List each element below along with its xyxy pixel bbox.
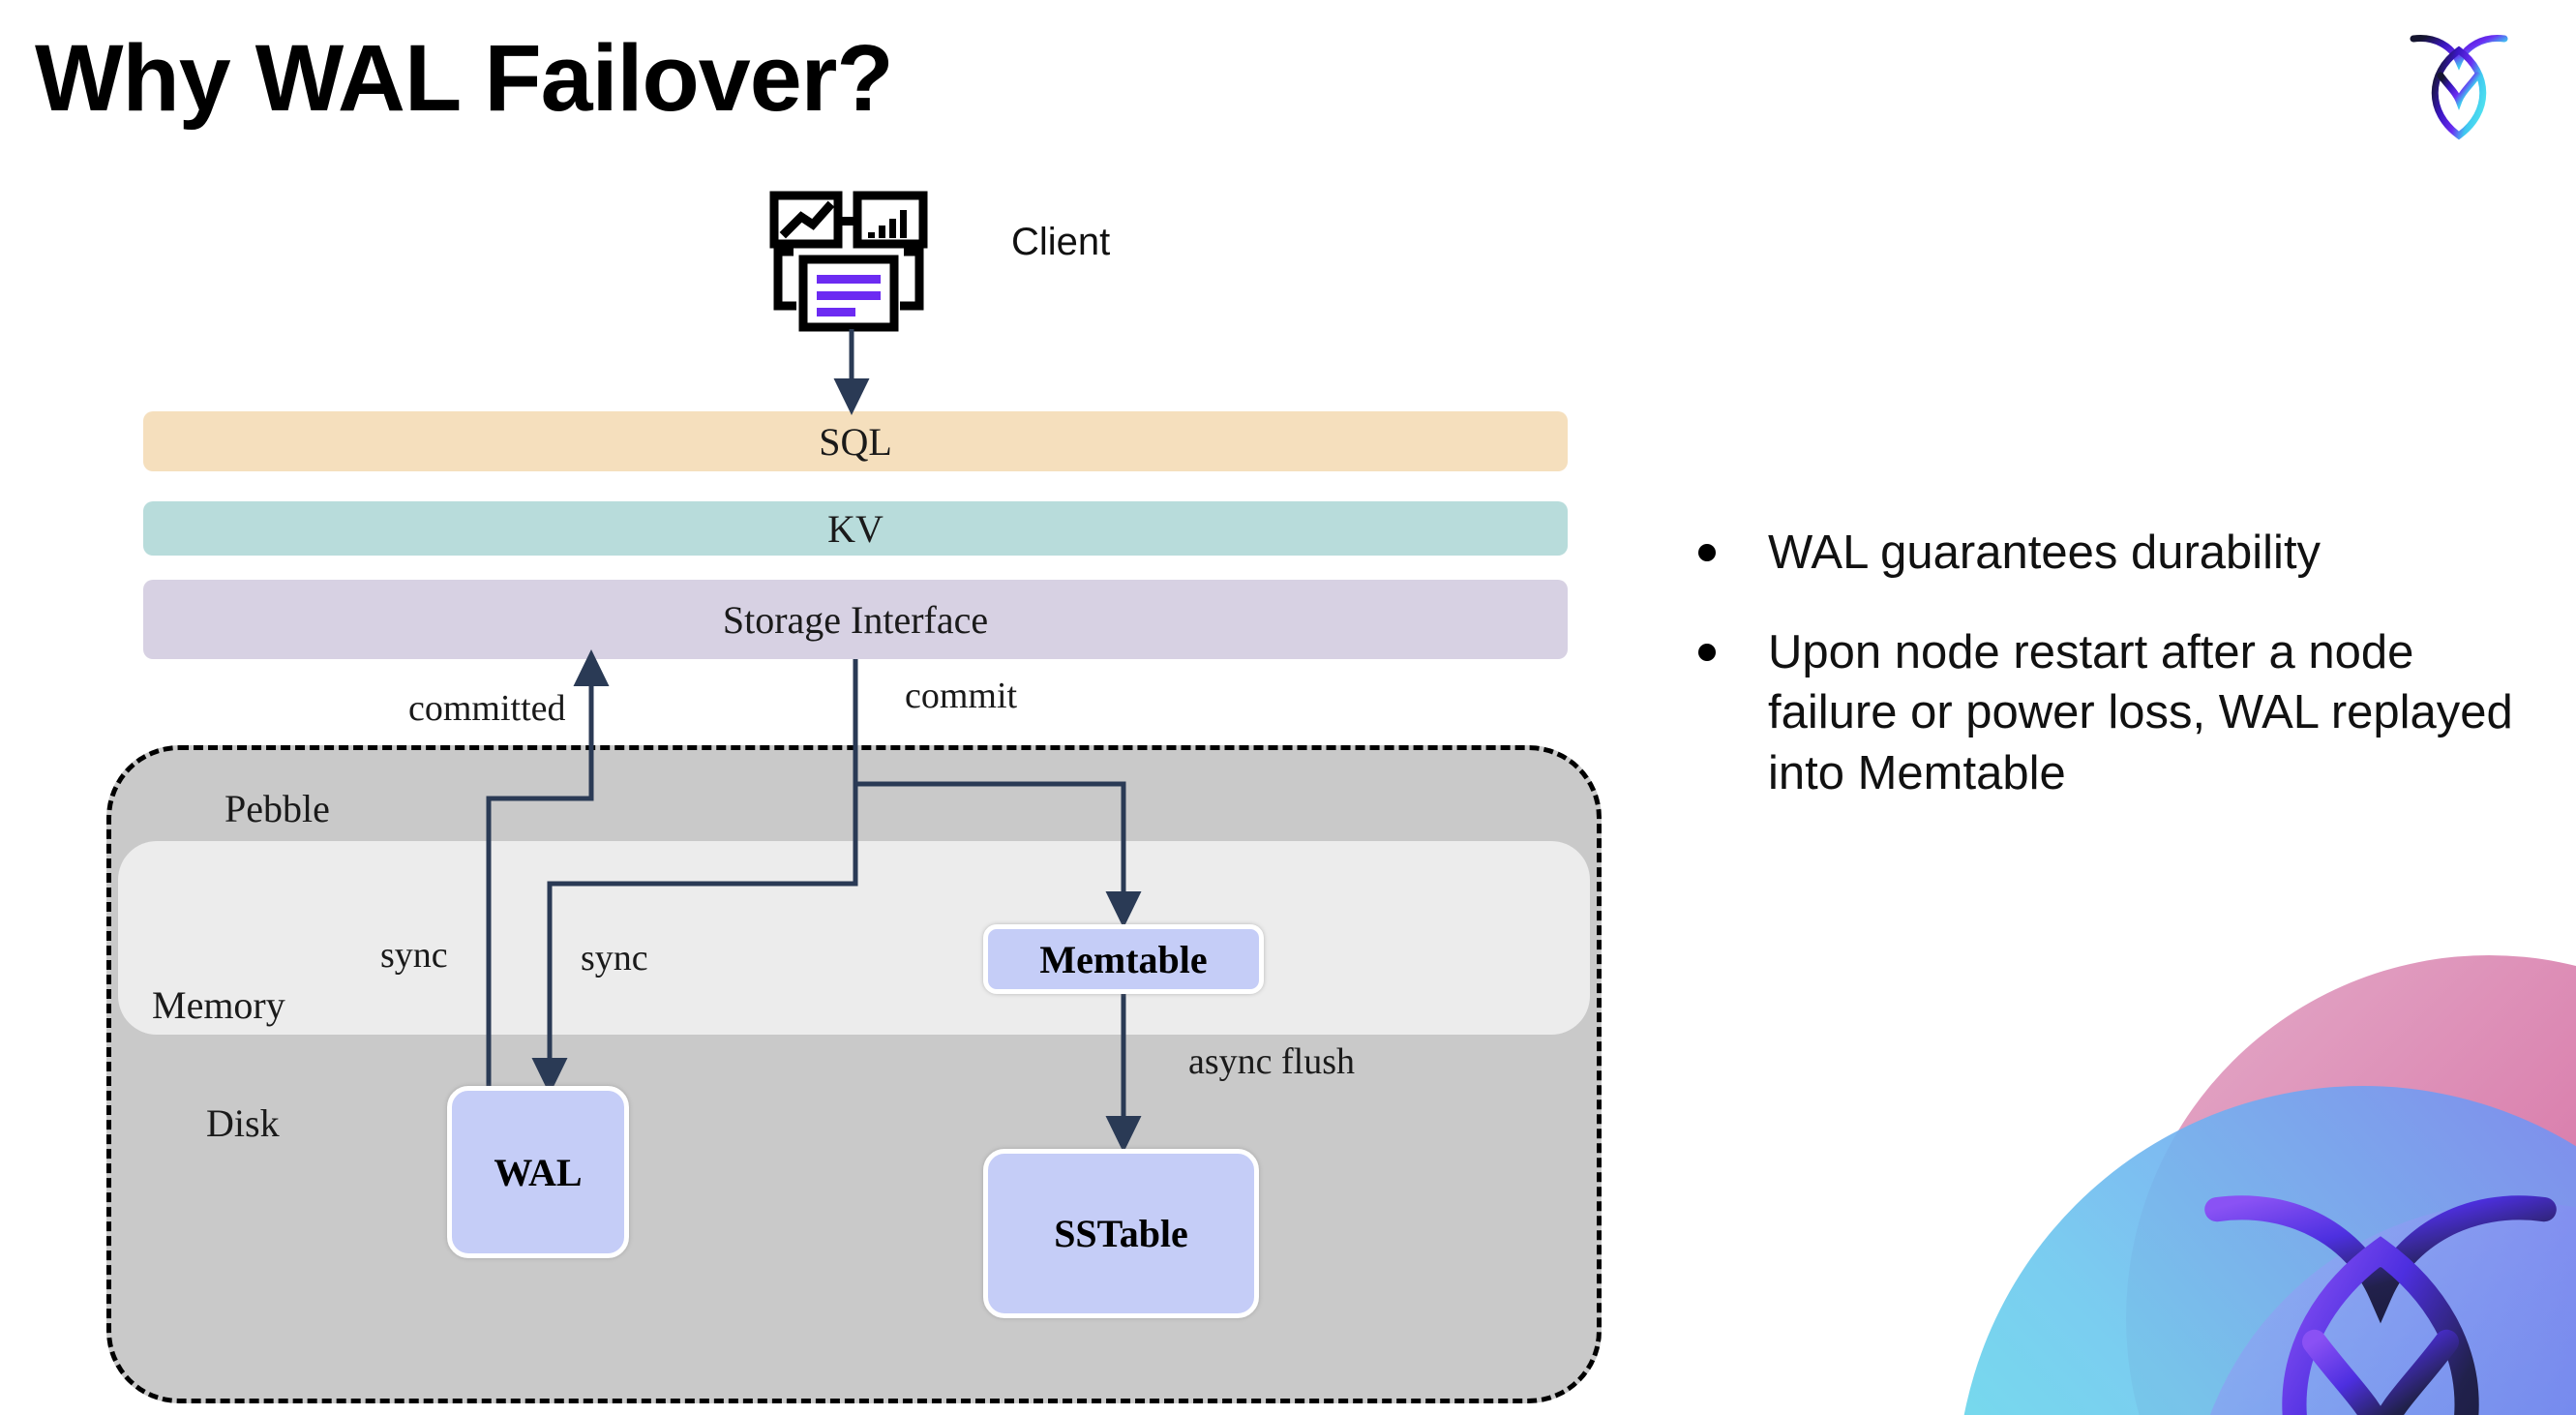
page-title: Why WAL Failover? [35, 25, 894, 131]
pebble-label: Pebble [225, 787, 330, 830]
layer-bar-kv: KV [143, 501, 1568, 556]
list-item: Upon node restart after a node failure o… [1698, 622, 2531, 804]
bullet-text: Upon node restart after a node failure o… [1768, 625, 2513, 800]
client-dashboard-icon [769, 191, 928, 332]
list-item: WAL guarantees durability [1698, 523, 2531, 584]
cockroachdb-logo-icon [2406, 23, 2512, 140]
node-wal: WAL [447, 1086, 629, 1258]
architecture-diagram: Client SQL KV Storage Interface Pebble M… [106, 191, 1602, 1403]
node-sstable: SSTable [983, 1149, 1259, 1318]
edge-label-async-flush: async flush [1188, 1041, 1356, 1082]
cockroachdb-watermark-icon [1899, 912, 2576, 1415]
bullet-text: WAL guarantees durability [1768, 527, 2321, 579]
disk-label: Disk [206, 1101, 280, 1145]
bullet-dot-icon [1698, 643, 1716, 661]
layer-bar-sql: SQL [143, 411, 1568, 471]
memory-region [118, 841, 1590, 1035]
edge-label-commit: commit [905, 676, 1018, 716]
edge-label-sync-1: sync [380, 935, 448, 976]
layer-bar-storage-interface: Storage Interface [143, 580, 1568, 659]
client-label: Client [1011, 221, 1111, 263]
memory-label: Memory [152, 983, 285, 1027]
bullet-dot-icon [1698, 544, 1716, 561]
bullet-list: WAL guarantees durability Upon node rest… [1698, 523, 2531, 843]
edge-label-sync-2: sync [581, 938, 648, 978]
edge-label-committed: committed [408, 688, 566, 729]
node-memtable: Memtable [983, 924, 1264, 994]
